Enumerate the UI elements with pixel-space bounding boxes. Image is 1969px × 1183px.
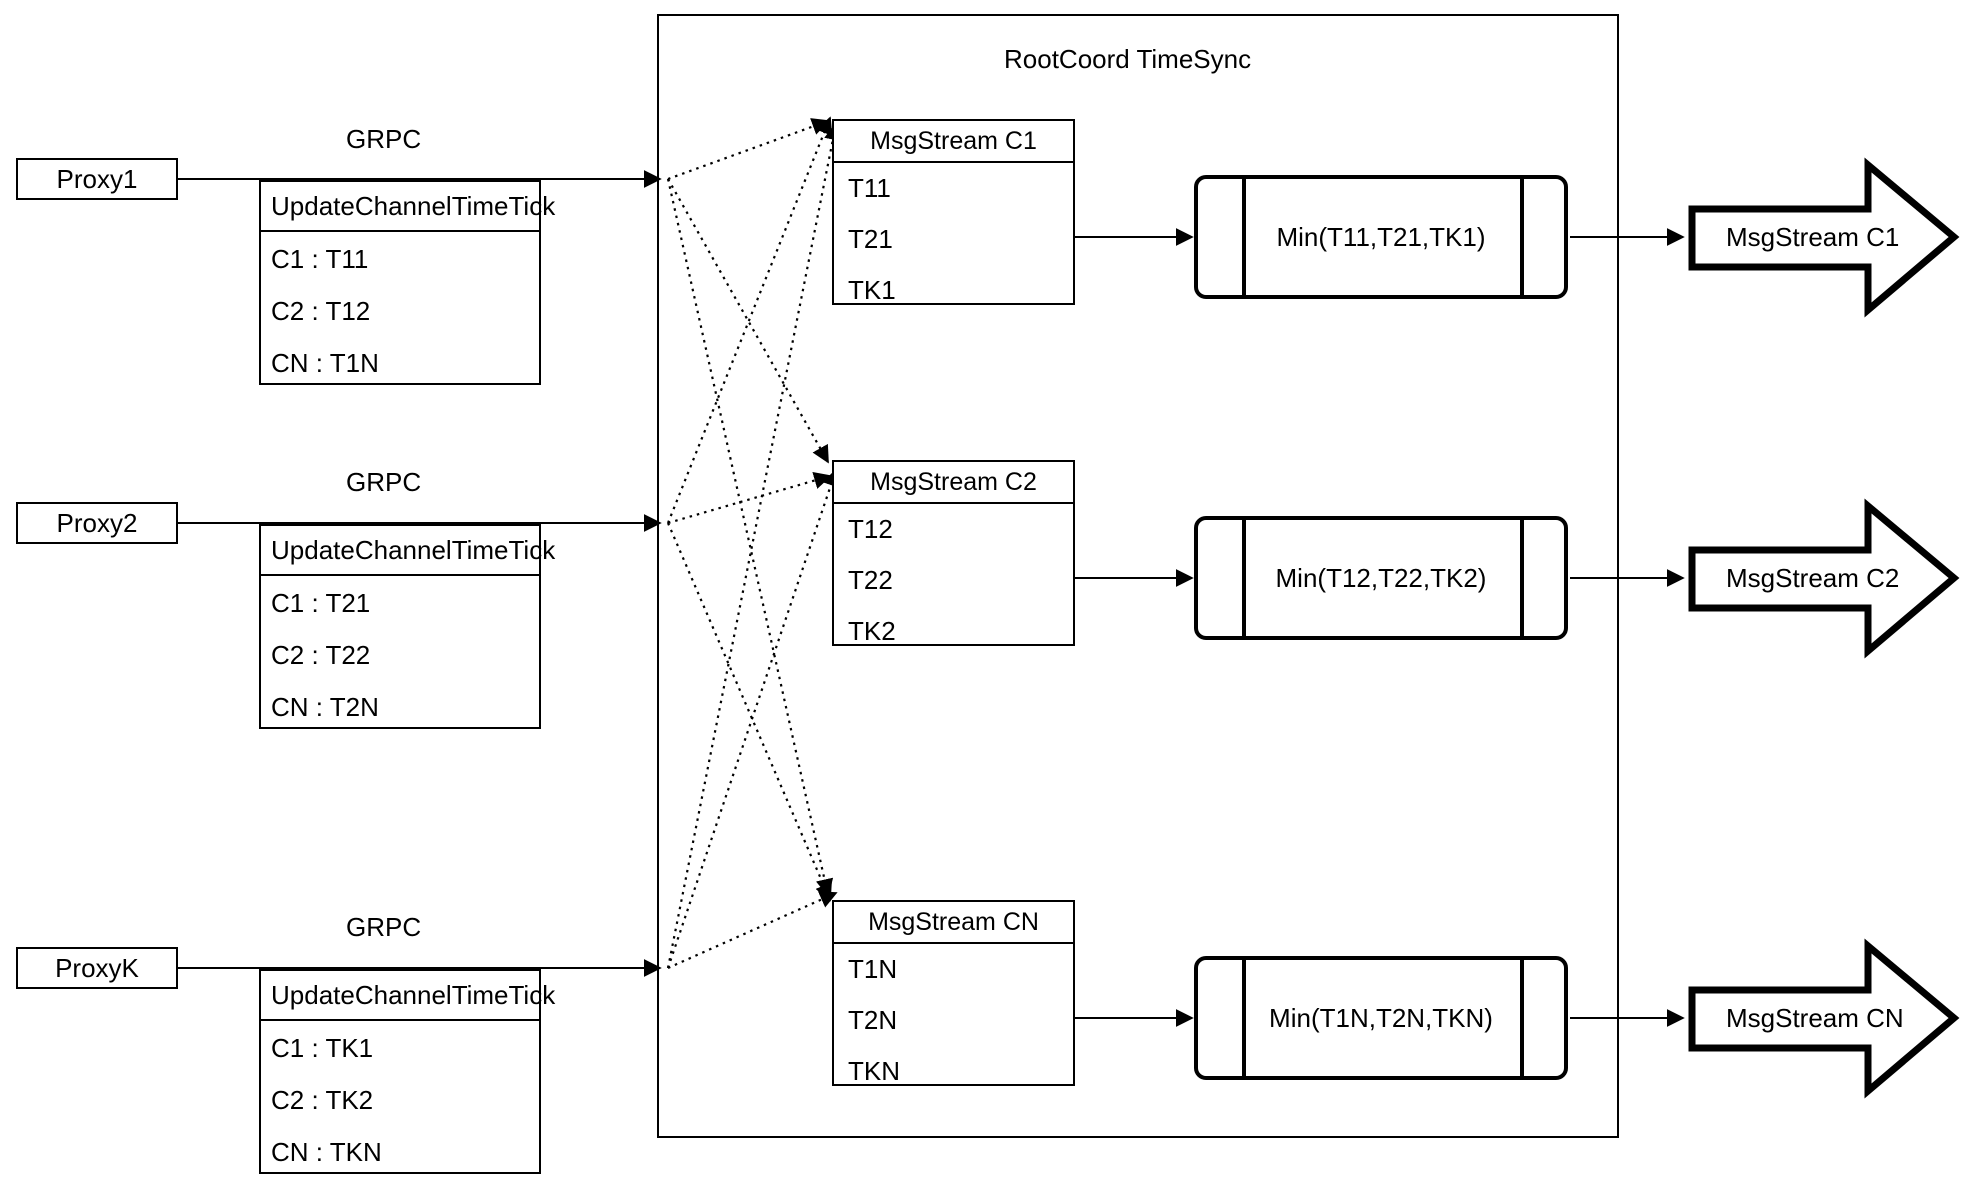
output-block-arrow-c2: MsgStream C2 [1688,496,1960,661]
msgstream-table-cn: MsgStream CN T1N T2N TKN [832,900,1075,1086]
uct-row: C2 : TK2 [271,1085,374,1115]
msgstream-row: T11 [848,173,891,203]
proxy-box-2[interactable]: Proxy2 [16,502,178,544]
proxy-box-1[interactable]: Proxy1 [16,158,178,200]
msgstream-row: T21 [848,224,893,254]
output-label-c1: MsgStream C1 [1726,222,1900,252]
rootcoord-timesync-container [657,14,1619,1138]
msgstream-row: TKN [848,1056,900,1086]
uct-rows-3: C1 : TK1 C2 : TK2 CN : TKN [261,1021,539,1172]
block-arrow-shape-cn [1688,938,1960,1099]
msgstream-table-c1: MsgStream C1 T11 T21 TK1 [832,119,1075,305]
output-label-cn: MsgStream CN [1726,1003,1904,1033]
min-divider-right-c1 [1520,175,1524,299]
min-process-cn: Min(T1N,T2N,TKN) [1194,956,1568,1080]
grpc-label-2: GRPC [346,467,422,497]
min-label-c2: Min(T12,T22,TK2) [1275,562,1487,593]
uct-row: C2 : T22 [271,640,371,670]
msgstream-table-c2: MsgStream C2 T12 T22 TK2 [832,460,1075,646]
min-outer-cn [1194,956,1568,1080]
msgstream-row: TK1 [848,275,896,305]
uct-title-1: UpdateChannelTimeTick [261,182,555,232]
msgstream-title-cn: MsgStream CN [834,902,1073,944]
min-process-c1: Min(T11,T21,TK1) [1194,175,1568,299]
min-label-cn: Min(T1N,T2N,TKN) [1269,1002,1493,1033]
block-arrow-shape-c2 [1688,498,1960,659]
msgstream-title-c2: MsgStream C2 [834,462,1073,504]
msgstream-row: T1N [848,954,898,984]
msgstream-row: TK2 [848,616,896,646]
grpc-label-3: GRPC [346,912,422,942]
uct-row: CN : T2N [271,692,379,722]
min-outer-c1 [1194,175,1568,299]
proxy-label-2: Proxy2 [56,508,138,538]
grpc-label-1: GRPC [346,124,422,154]
uct-row: C1 : T11 [271,244,369,274]
proxy-box-3[interactable]: ProxyK [16,947,178,989]
msgstream-row: T22 [848,565,893,595]
proxy-label-1: Proxy1 [56,164,138,194]
msgstream-rows-c1: T11 T21 TK1 [834,163,1073,303]
msgstream-title-c1: MsgStream C1 [834,121,1073,163]
uct-rows-2: C1 : T21 C2 : T22 CN : T2N [261,576,539,727]
uct-row: C1 : TK1 [271,1033,374,1063]
msgstream-row: T2N [848,1005,898,1035]
proxy-label-3: ProxyK [55,953,139,983]
rootcoord-timesync-title: RootCoord TimeSync [1004,44,1252,74]
uct-title-3: UpdateChannelTimeTick [261,971,555,1021]
msgstream-row: T12 [848,514,893,544]
update-channel-timetick-box-2: UpdateChannelTimeTick C1 : T21 C2 : T22 … [259,524,555,729]
block-arrow-shape-c1 [1688,157,1960,318]
update-channel-timetick-box-3: UpdateChannelTimeTick C1 : TK1 C2 : TK2 … [259,969,555,1174]
uct-title-2: UpdateChannelTimeTick [261,526,555,576]
msgstream-rows-c2: T12 T22 TK2 [834,504,1073,644]
min-outer-c2 [1194,516,1568,640]
output-label-c2: MsgStream C2 [1726,563,1900,593]
min-divider-right-cn [1520,956,1524,1080]
min-process-c2: Min(T12,T22,TK2) [1194,516,1568,640]
min-divider-left-cn [1242,956,1246,1080]
min-divider-right-c2 [1520,516,1524,640]
min-label-c1: Min(T11,T21,TK1) [1276,221,1486,252]
update-channel-timetick-box-1: UpdateChannelTimeTick C1 : T11 C2 : T12 … [259,180,555,385]
uct-row: CN : TKN [271,1137,382,1167]
output-block-arrow-cn: MsgStream CN [1688,936,1960,1101]
uct-row: CN : T1N [271,348,379,378]
min-divider-left-c2 [1242,516,1246,640]
uct-rows-1: C1 : T11 C2 : T12 CN : T1N [261,232,539,383]
uct-row: C1 : T21 [271,588,371,618]
uct-row: C2 : T12 [271,296,371,326]
output-block-arrow-c1: MsgStream C1 [1688,155,1960,320]
min-divider-left-c1 [1242,175,1246,299]
msgstream-rows-cn: T1N T2N TKN [834,944,1073,1084]
